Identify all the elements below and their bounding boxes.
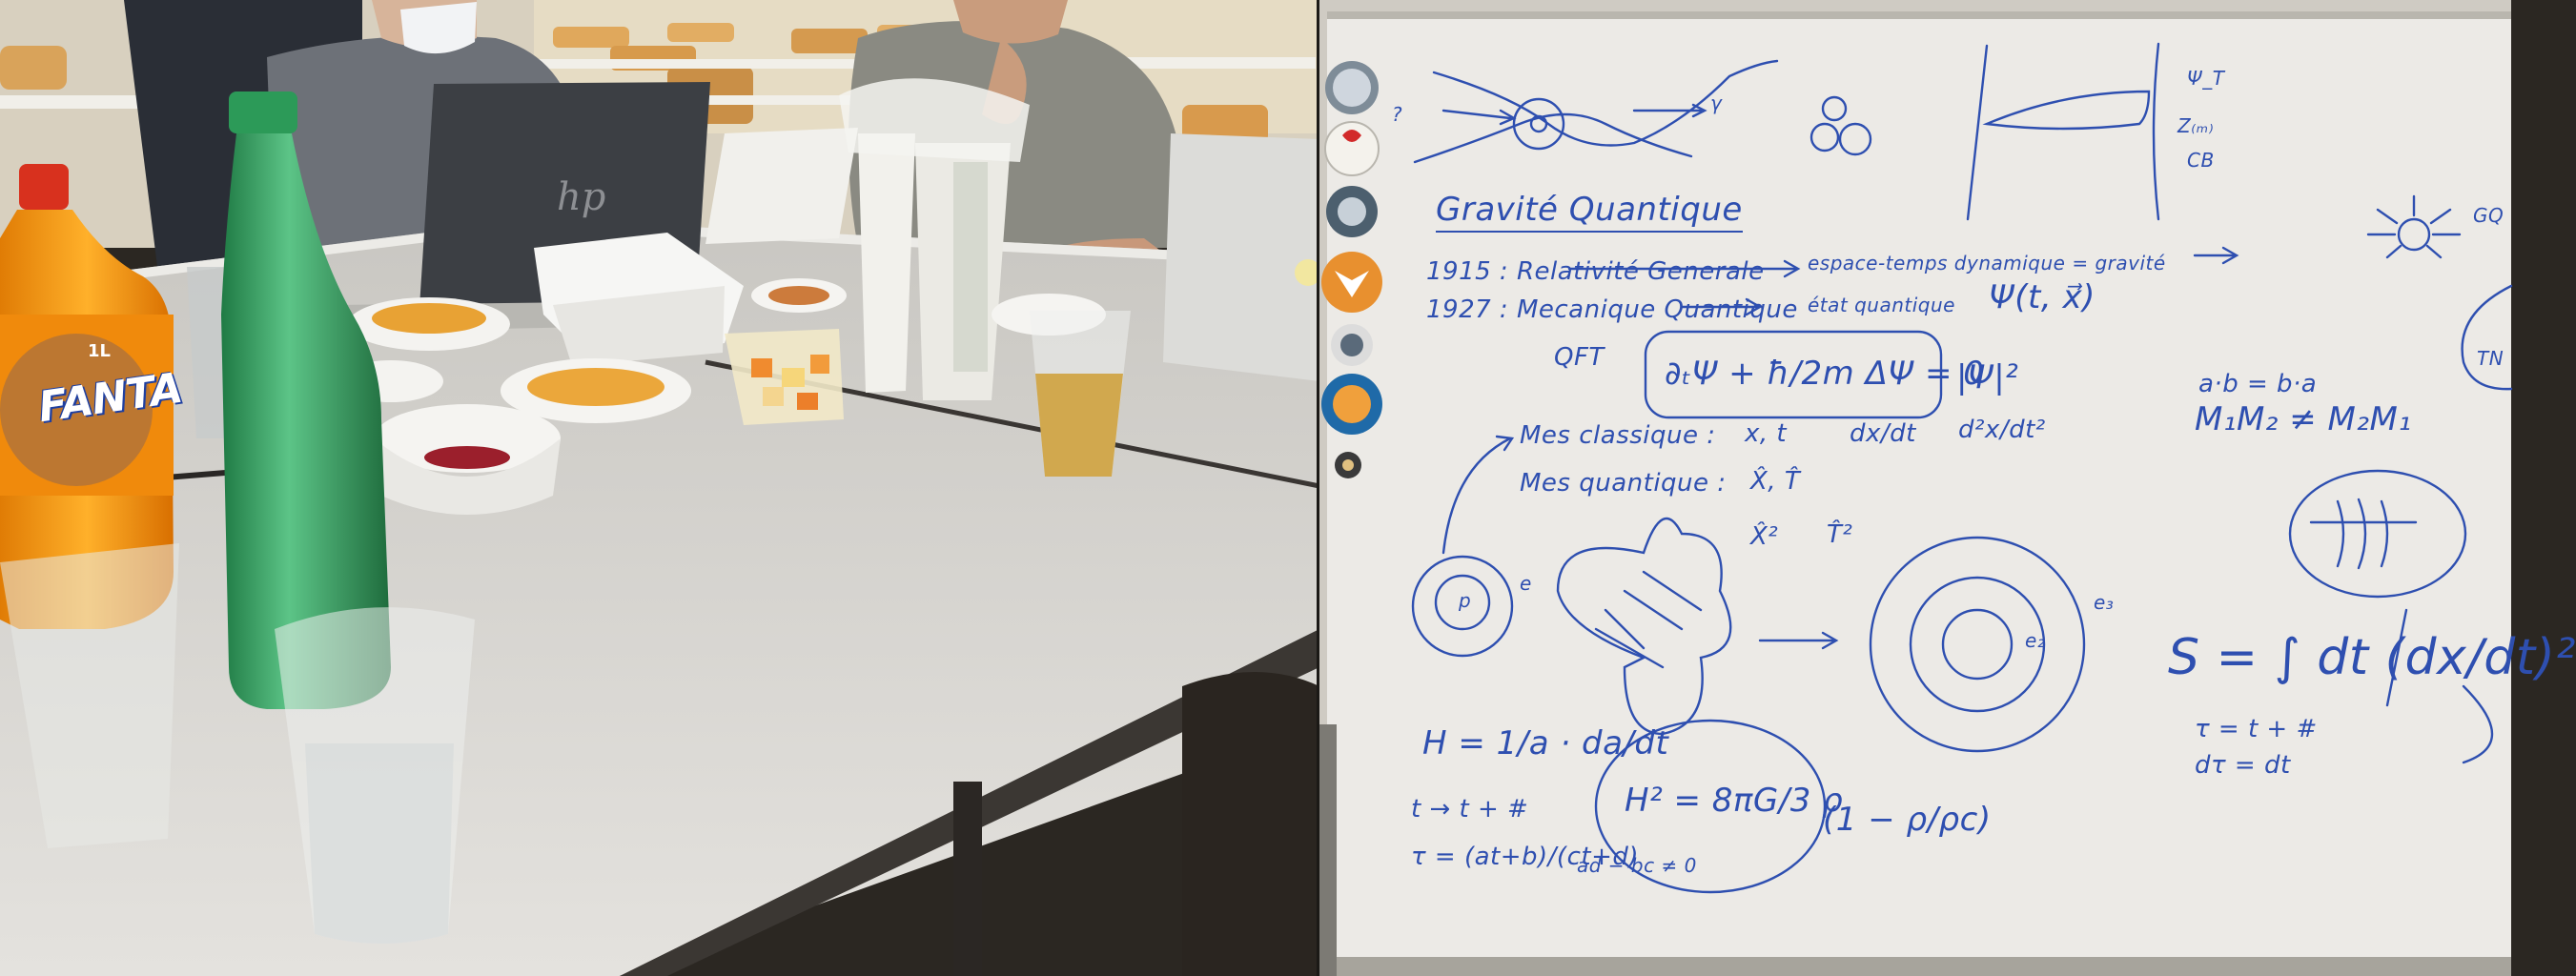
e2-label: e₂ bbox=[2025, 629, 2046, 652]
commute-relation: a·b = b·a bbox=[2198, 370, 2318, 398]
e3-label: e₃ bbox=[2094, 591, 2115, 614]
tn-label: TN bbox=[2477, 347, 2504, 370]
friedmann-equation: H² = 8πG/3 ρ bbox=[1625, 782, 1844, 820]
m1m2-noncommute: M₁M₂ ≠ M₂M₁ bbox=[2195, 400, 2412, 438]
green-water-bottle bbox=[221, 92, 391, 709]
marker-drawings bbox=[1411, 42, 2513, 894]
fanta-volume: 1L bbox=[88, 341, 111, 361]
right-photo-whiteboard: Gravité Quantique ? γ Ψ_T Z₍ₘ₎ CB GQ TN … bbox=[1319, 0, 2575, 976]
mes-quantique: Mes quantique : bbox=[1520, 469, 1727, 498]
mobius-transform: τ = (at+b)/(ct+d) bbox=[1411, 843, 1639, 871]
hp-logo-icon: hp bbox=[557, 175, 605, 219]
dtau-eq-dt: dτ = dt bbox=[2195, 751, 2291, 780]
ad-bc-condition: ad − bc ≠ 0 bbox=[1577, 854, 1697, 877]
qft-label: QFT bbox=[1554, 343, 1605, 372]
isen-sticker-icon bbox=[1324, 121, 1380, 176]
left-photo-classroom-table: hp bbox=[0, 0, 1321, 976]
whiteboard-title: Gravité Quantique bbox=[1436, 191, 1743, 233]
espace-temps-line: espace-temps dynamique = gravité bbox=[1808, 252, 2166, 274]
question-mark: ? bbox=[1392, 103, 1403, 126]
mecanique-line: 1927 : Mecanique Quantique bbox=[1426, 295, 1798, 324]
juice-cup bbox=[1030, 311, 1131, 477]
psi-squared: |Ψ|² bbox=[1956, 358, 2019, 396]
scattering-diagram bbox=[1432, 59, 1779, 147]
density-correction: (1 − ρ/ρc) bbox=[1823, 801, 1992, 839]
x-t-vars: x, t bbox=[1745, 419, 1788, 448]
paper-cup-stacks bbox=[839, 78, 1030, 400]
whiteboard-board bbox=[1319, 0, 2513, 976]
water-glass bbox=[275, 607, 475, 944]
background-chairs bbox=[0, 23, 1316, 143]
hubble-parameter: H = 1/a · da/dt bbox=[1422, 724, 1669, 762]
gq-label: GQ bbox=[2473, 204, 2504, 227]
z-label: Z₍ₘ₎ bbox=[2177, 114, 2214, 137]
fanta-bottle bbox=[0, 164, 174, 629]
psi-function: Ψ(t, x⃗) bbox=[1989, 278, 2096, 316]
tau-shift: τ = t + # bbox=[2195, 715, 2318, 743]
gamma-label: γ bbox=[1710, 92, 1723, 114]
schrodinger-equation: ∂ₜΨ + ħ/2m ΔΨ = 0 bbox=[1665, 355, 1985, 393]
xhat-that: X̂, T̂ bbox=[1750, 467, 1801, 496]
dx-dt: dx/dt bbox=[1850, 419, 1916, 448]
p-label: p bbox=[1459, 589, 1472, 612]
sticker-column bbox=[1321, 61, 1382, 478]
that-squared: T̂² bbox=[1827, 520, 1853, 549]
psi-t-label: Ψ_T bbox=[2187, 67, 2225, 90]
relativite-line: 1915 : Relativité Generale bbox=[1426, 257, 1765, 286]
right-laptop bbox=[1163, 133, 1321, 381]
d2x-dt2: d²x/dt² bbox=[1958, 416, 2046, 444]
classroom-scene: hp bbox=[0, 0, 1321, 976]
mes-classique: Mes classique : bbox=[1520, 421, 1716, 450]
snack-bowls bbox=[338, 278, 1106, 515]
e-label: e bbox=[1520, 572, 1532, 595]
plastic-cup-left bbox=[0, 543, 179, 848]
action-integral: S = ∫ dt (dx/dt)² bbox=[2168, 629, 2576, 686]
xhat-squared: X̂² bbox=[1750, 522, 1779, 551]
etat-quantique-line: état quantique bbox=[1808, 294, 1955, 316]
t-shift: t → t + # bbox=[1411, 795, 1529, 824]
cb-label: CB bbox=[2187, 149, 2215, 172]
